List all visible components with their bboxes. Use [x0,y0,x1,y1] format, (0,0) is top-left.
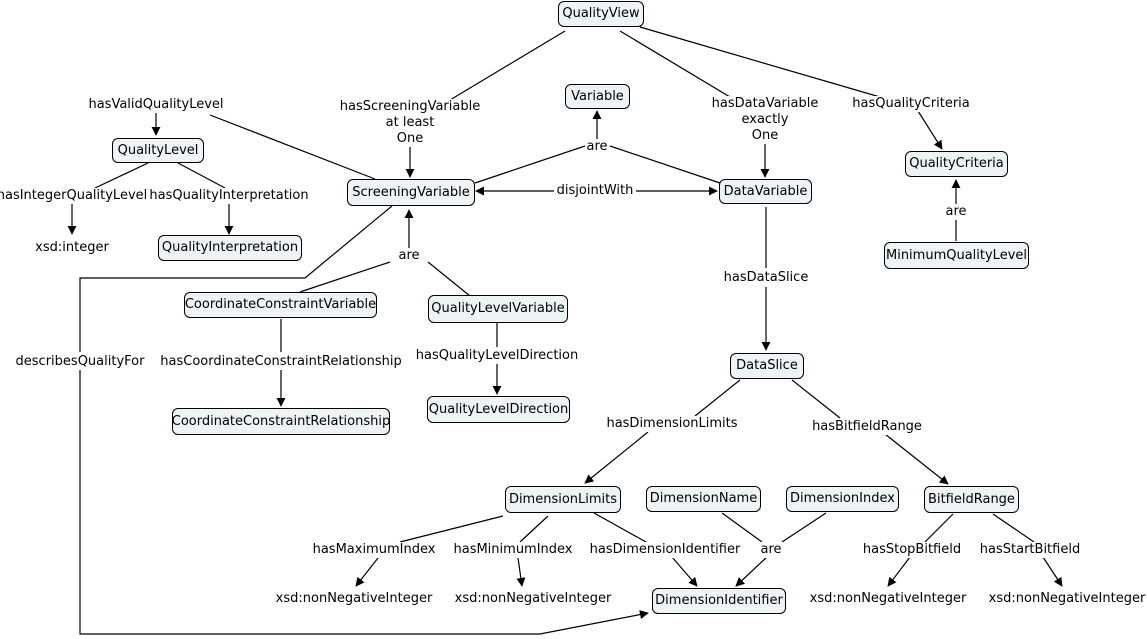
link-has-dimension-identifier: hasDimensionIdentifier [588,542,742,558]
node-bitfield-range[interactable]: BitfieldRange [924,486,1019,513]
node-quality-interpretation[interactable]: QualityInterpretation [158,235,302,261]
link-has-data-variable-line1: hasDataVariable [711,96,819,111]
node-coordinate-constraint-relationship[interactable]: CoordinateConstraintRelationship [172,408,390,435]
node-data-variable[interactable]: DataVariable [719,179,812,204]
link-are-screening: are [397,248,421,264]
node-minimum-quality-level[interactable]: MinimumQualityLevel [884,242,1029,269]
link-has-data-variable-line2: exactly [741,112,789,127]
link-has-quality-interpretation: hasQualityInterpretation [148,188,310,204]
link-has-screening-variable: hasScreeningVariable at least One [338,99,482,147]
node-data-slice[interactable]: DataSlice [730,353,804,379]
link-disjoint-with: disjointWith [555,183,635,199]
link-has-bitfield-range: hasBitfieldRange [811,419,923,435]
link-has-screening-variable-line2: at least [385,115,435,130]
link-has-quality-criteria: hasQualityCriteria [851,96,971,112]
link-has-data-slice: hasDataSlice [722,270,810,286]
node-coordinate-constraint-variable[interactable]: CoordinateConstraintVariable [184,292,377,318]
link-are-minimum: are [944,204,968,220]
literal-xsd-nni-start: xsd:nonNegativeInteger [988,591,1146,606]
literal-xsd-nni-stop: xsd:nonNegativeInteger [809,591,967,606]
node-quality-view[interactable]: QualityView [558,1,644,27]
node-screening-variable[interactable]: ScreeningVariable [347,179,475,206]
link-are-dimension: are [759,542,783,558]
literal-xsd-nni-min: xsd:nonNegativeInteger [454,591,612,606]
link-has-data-variable-line3: One [751,128,779,143]
link-has-start-bitfield: hasStartBitfield [978,542,1082,558]
node-quality-level-variable[interactable]: QualityLevelVariable [428,295,568,323]
node-variable[interactable]: Variable [565,84,630,109]
link-describes-quality-for: describesQualityFor [14,354,146,370]
node-quality-criteria[interactable]: QualityCriteria [905,151,1008,177]
link-are-variable: are [585,139,609,155]
link-has-dimension-limits: hasDimensionLimits [605,416,739,432]
node-dimension-identifier[interactable]: DimensionIdentifier [652,588,786,614]
node-quality-level[interactable]: QualityLevel [112,138,204,163]
link-has-valid-quality-level: hasValidQualityLevel [87,97,225,113]
link-has-integer-quality-level: hasIntegerQualityLevel [0,188,149,204]
link-has-maximum-index: hasMaximumIndex [311,542,437,558]
link-has-coordinate-constraint-relationship: hasCoordinateConstraintRelationship [159,354,403,370]
node-dimension-index[interactable]: DimensionIndex [786,486,899,512]
link-has-quality-level-direction: hasQualityLevelDirection [414,348,580,364]
link-has-stop-bitfield: hasStopBitfield [861,542,963,558]
link-has-data-variable: hasDataVariable exactly One [710,96,820,144]
node-quality-level-direction[interactable]: QualityLevelDirection [427,396,570,423]
link-has-minimum-index: hasMinimumIndex [452,542,574,558]
literal-xsd-integer: xsd:integer [35,240,109,255]
link-has-screening-variable-line3: One [396,131,424,146]
node-dimension-name[interactable]: DimensionName [646,486,761,512]
node-dimension-limits[interactable]: DimensionLimits [505,486,621,513]
link-has-screening-variable-line1: hasScreeningVariable [339,99,481,114]
literal-xsd-nni-max: xsd:nonNegativeInteger [275,591,433,606]
